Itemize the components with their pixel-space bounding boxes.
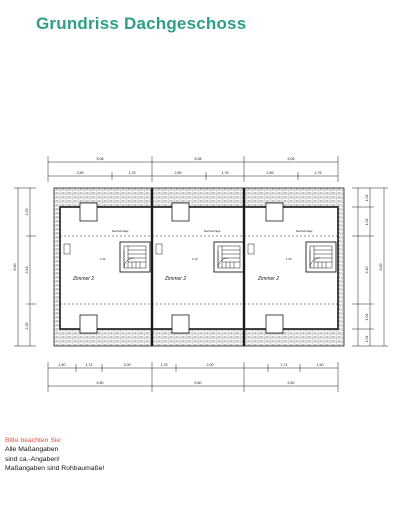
note-line-1: Alle Maßangaben — [5, 446, 59, 454]
page-title: Grundriss Dachgeschoss — [36, 14, 247, 33]
dim-bottom-5: 2,00 — [207, 363, 214, 367]
dim-top-1: 5,08 — [97, 157, 104, 161]
dim-bottom-8: 5,60 — [97, 381, 104, 385]
slope-label-2: Dachschräge — [204, 229, 221, 233]
dim-right-5: 1,01 — [365, 336, 369, 343]
dim-right-2: 1,01 — [365, 219, 369, 226]
room-label-3: Zimmer 2 — [257, 276, 279, 282]
dim-bottom-7: 1,50 — [317, 363, 324, 367]
dim-left-total: 8,60 — [13, 264, 17, 271]
dim-right-total: 8,60 — [379, 264, 383, 271]
right-dimension-chain — [352, 187, 388, 347]
roof-eaves — [53, 187, 345, 347]
floor-plan: 5,08 5,08 5,08 2,89 1,76 2,89 1,76 2,89 … — [13, 156, 388, 392]
dim-top-6: 2,89 — [175, 171, 182, 175]
note-line-2: sind ca.-Angaben! — [5, 455, 60, 463]
dim-bottom-4: 1,76 — [161, 363, 168, 367]
dim-bottom-9: 5,60 — [195, 381, 202, 385]
slope-label-3: Dachschräge — [296, 229, 313, 233]
slope-label-1: Dachschräge — [112, 229, 129, 233]
room-label-2: Zimmer 2 — [164, 276, 186, 282]
dim-top-8: 2,89 — [267, 171, 274, 175]
dim-left-1: 2,25 — [25, 209, 29, 216]
dim-bottom-1: 1,50 — [59, 363, 66, 367]
dim-right-4: 1,01 — [365, 314, 369, 321]
dim-bottom-3: 2,00 — [124, 363, 131, 367]
left-dimension-chain — [14, 187, 36, 347]
dim-right-1: 1,01 — [365, 195, 369, 202]
top-dimension-chain — [47, 156, 339, 182]
dim-right-3: 2,40 — [365, 267, 369, 274]
dim-bottom-2: 1,74 — [86, 363, 93, 367]
dim-top-9: 1,76 — [315, 171, 322, 175]
dim-left-2: 3,48 — [25, 267, 29, 274]
dim-bottom-10: 5,60 — [288, 381, 295, 385]
note-line-3: Maßangaben sind Rohbaumaße! — [5, 465, 105, 473]
room-label-1: Zimmer 2 — [72, 276, 94, 282]
dim-bottom-6: 1,74 — [281, 363, 288, 367]
roof-windows — [79, 202, 284, 334]
window-dim-3: 1,00 — [286, 257, 292, 261]
interior-details — [60, 235, 338, 305]
window-dim-2: 1,00 — [192, 257, 198, 261]
notes-block: Bitte beachten Sie: Alle Maßangaben sind… — [5, 436, 104, 474]
dim-top-2: 5,08 — [195, 157, 202, 161]
stairwells — [119, 241, 337, 273]
dim-top-5: 1,76 — [129, 171, 136, 175]
dim-top-4: 2,89 — [77, 171, 84, 175]
window-dim-1: 1,00 — [100, 257, 106, 261]
bottom-dimension-chain — [47, 362, 339, 392]
notes-heading: Bitte beachten Sie: — [5, 437, 63, 444]
dim-top-7: 1,76 — [222, 171, 229, 175]
dim-left-3: 2,25 — [25, 323, 29, 330]
dim-top-3: 5,08 — [288, 157, 295, 161]
